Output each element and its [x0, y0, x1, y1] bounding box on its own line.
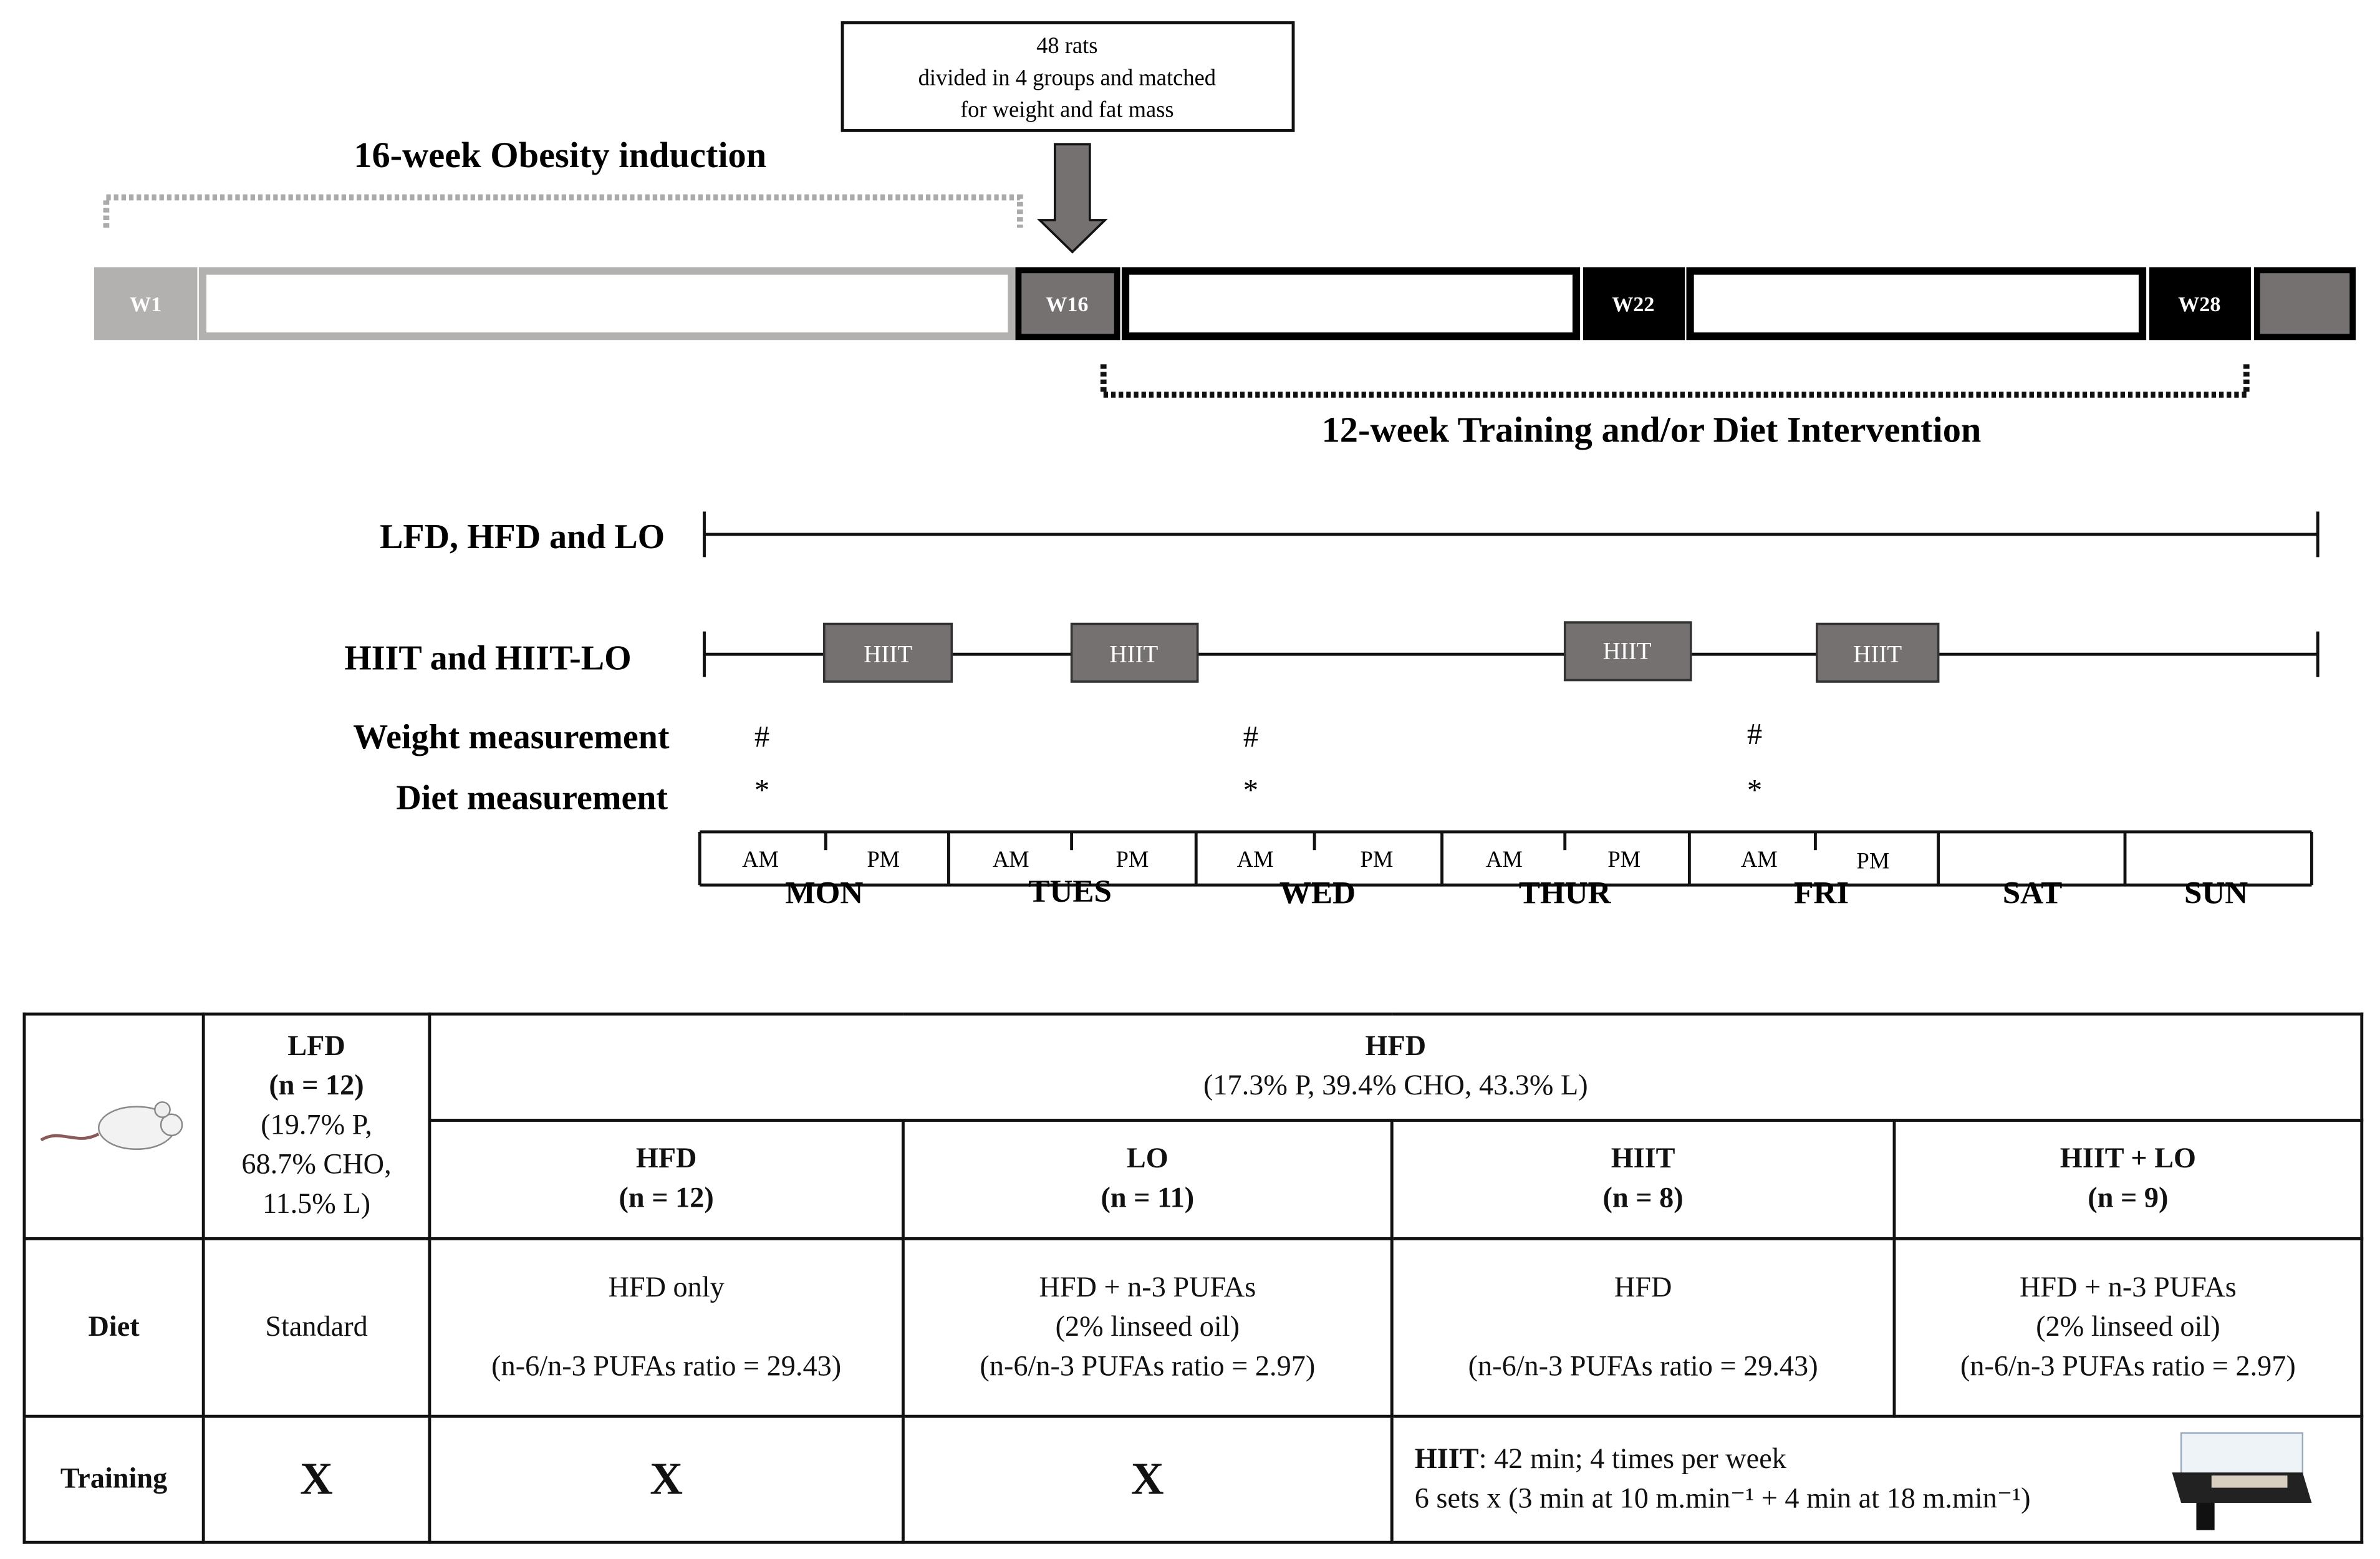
- pm-label: PM: [1607, 846, 1640, 872]
- week-w22-label: W22: [1612, 293, 1654, 316]
- svg-text:HIIT: HIIT: [864, 640, 912, 667]
- diet-cell: HFD + n-3 PUFAs(2% linseed oil)(n-6/n-3 …: [901, 1237, 1394, 1418]
- intervention-block-1: [1121, 267, 1581, 340]
- week-w28-label: W28: [2178, 293, 2220, 316]
- day-label: MON: [785, 875, 863, 910]
- row-hiit-label: HIIT and HIIT-LO: [344, 639, 631, 678]
- am-label: AM: [993, 846, 1029, 872]
- day-label: SUN: [2184, 875, 2248, 910]
- end-block: [2253, 267, 2356, 340]
- callout-line1: 48 rats: [1036, 32, 1097, 58]
- diet-measurement-label: Diet measurement: [396, 778, 668, 817]
- hiit-session: HIIT: [1070, 622, 1199, 683]
- svg-text:HIIT: HIIT: [1110, 640, 1159, 667]
- day-label: THUR: [1519, 875, 1612, 910]
- intervention-label: 12-week Training and/or Diet Interventio…: [1322, 409, 1982, 450]
- day-label: SAT: [2003, 875, 2063, 910]
- weight-mark: #: [1747, 717, 1762, 751]
- hiit-training-cell: HIIT: 42 min; 4 times per week 6 sets x …: [1390, 1414, 2364, 1544]
- hfd-header: HFD (17.3% P, 39.4% CHO, 43.3% L): [428, 1012, 2364, 1122]
- svg-text:HIIT: HIIT: [1853, 640, 1902, 667]
- hfd-title: HFD: [1365, 1030, 1427, 1063]
- group-header: HIIT + LO(n = 9): [1892, 1119, 2364, 1240]
- callout-line3: for weight and fat mass: [960, 96, 1174, 122]
- week-w1-label: W1: [130, 293, 161, 316]
- hiit-session: HIIT: [1816, 622, 1940, 683]
- weight-measurement-label: Weight measurement: [353, 718, 670, 756]
- day-label: TUES: [1028, 874, 1112, 909]
- day-label: WED: [1279, 875, 1356, 910]
- hfd-composition: (17.3% P, 39.4% CHO, 43.3% L): [1203, 1070, 1588, 1103]
- row-lfd-hfd-lo-label: LFD, HFD and LO: [380, 518, 665, 556]
- weight-mark: #: [754, 720, 769, 754]
- week-w16: [1015, 267, 1120, 340]
- diet-mark: *: [754, 773, 769, 807]
- rat-icon: [40, 1101, 183, 1150]
- induction-block: [198, 267, 1016, 340]
- induction-label: 16-week Obesity induction: [354, 135, 766, 175]
- week-w16-label: W16: [1046, 293, 1088, 316]
- diet-cell: HFD(n-6/n-3 PUFAs ratio = 29.43): [1390, 1237, 1896, 1418]
- intervention-bracket: [1100, 364, 2250, 398]
- am-label: AM: [742, 846, 779, 872]
- svg-text:HIIT: HIIT: [1603, 637, 1652, 664]
- induction-bracket: [103, 194, 1023, 228]
- group-header: HFD(n = 12): [428, 1119, 905, 1240]
- hiit-session: HIIT: [1563, 621, 1692, 682]
- diet-cell: HFD only(n-6/n-3 PUFAs ratio = 29.43): [428, 1237, 905, 1418]
- am-label: AM: [1486, 846, 1523, 872]
- week-w22: [1583, 267, 1685, 340]
- lfd-header: LFD (n = 12) (19.7% P,68.7% CHO,11.5% L): [201, 1012, 431, 1240]
- day-axis: [698, 830, 2313, 887]
- timeline-diagram: 48 rats divided in 4 groups and matched …: [94, 21, 2356, 910]
- group-header: LO(n = 11): [901, 1119, 1394, 1240]
- am-label: AM: [1741, 846, 1778, 872]
- diet-row-label: Diet: [22, 1237, 205, 1418]
- intervention-block-2: [1686, 267, 2147, 340]
- groups-table: LFD (n = 12) (19.7% P,68.7% CHO,11.5% L)…: [22, 1012, 2364, 1544]
- pm-label: PM: [1361, 846, 1394, 872]
- treadmill-icon: [2172, 1432, 2312, 1530]
- lfd-title: LFD: [287, 1030, 345, 1063]
- diet-cell-lfd: Standard: [201, 1237, 431, 1418]
- diet-mark: *: [1747, 773, 1762, 807]
- rat-cell: [22, 1012, 205, 1240]
- no-training-mark: X: [428, 1414, 905, 1544]
- pm-label: PM: [867, 846, 900, 872]
- callout-line2: divided in 4 groups and matched: [918, 64, 1216, 90]
- diet-mark: *: [1243, 773, 1258, 807]
- am-label: AM: [1237, 846, 1274, 872]
- no-training-mark: X: [901, 1414, 1394, 1544]
- diet-cell: HFD + n-3 PUFAs(2% linseed oil)(n-6/n-3 …: [1892, 1237, 2364, 1418]
- training-row-label: Training: [22, 1414, 205, 1544]
- group-header: HIIT(n = 8): [1390, 1119, 1896, 1240]
- pm-label: PM: [1857, 847, 1890, 873]
- week-w1: [94, 267, 198, 340]
- callout-box: [841, 21, 1295, 132]
- day-label: FRI: [1794, 875, 1849, 910]
- week-w28: [2149, 267, 2252, 340]
- pm-label: PM: [1116, 846, 1149, 872]
- weight-mark: #: [1243, 720, 1258, 754]
- lfd-n: (n = 12): [269, 1070, 364, 1103]
- down-arrow-icon: [1037, 143, 1108, 254]
- no-training-mark: X: [201, 1414, 431, 1544]
- hiit-session: HIIT: [822, 622, 953, 683]
